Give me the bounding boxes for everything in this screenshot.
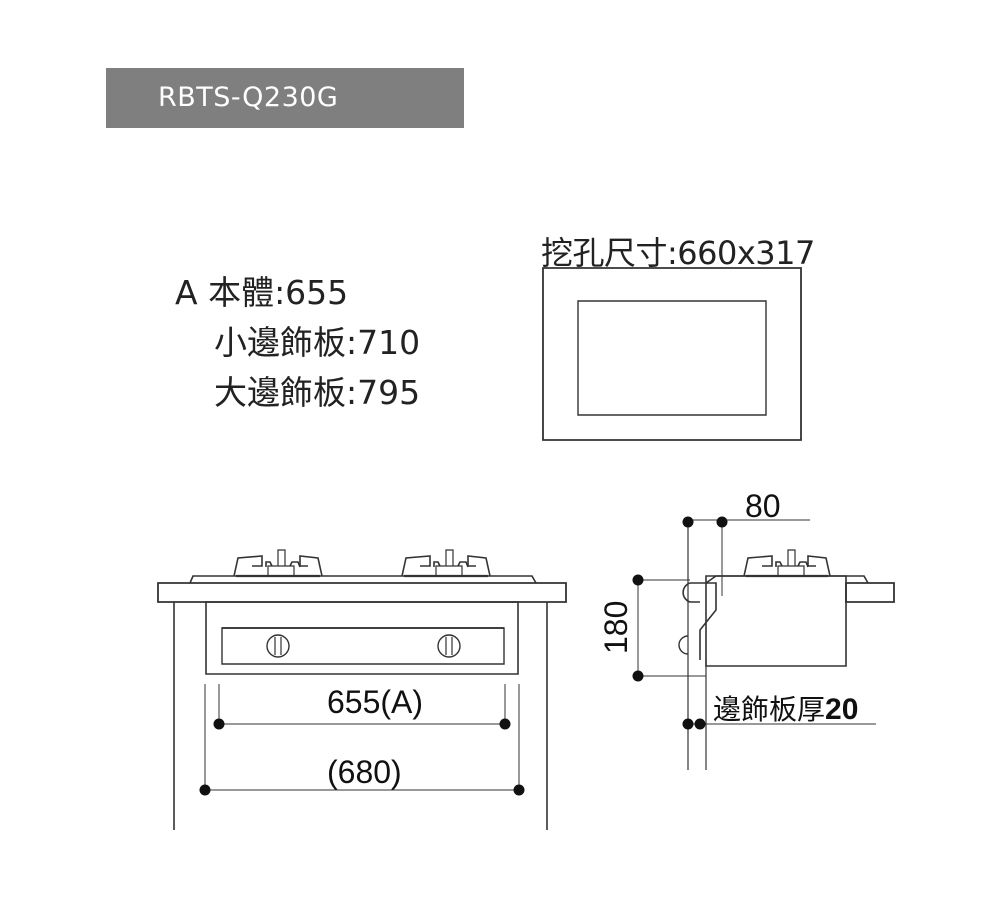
countertop-side [846,583,894,602]
control-panel [222,628,504,664]
front-view [158,550,566,830]
right-burner [402,550,490,576]
spec-large-trim: 大邊飾板:795 [214,373,421,412]
trim-thickness-text: 邊飾板厚 [713,693,826,726]
cutout-outer-frame [543,268,801,440]
side-burner [744,550,830,576]
dimension-80-label: 80 [745,488,781,524]
model-header: RBTS-Q230G [106,68,464,128]
cutout-size-label: 挖孔尺寸:660x317 [541,234,815,272]
countertop [158,583,566,602]
dimension-680-label: (680) [327,754,402,790]
hob-top-plate [190,576,536,583]
left-knob [266,634,290,658]
dimension-dots [199,516,728,796]
trim-thickness-label: 邊飾板厚20 [713,688,858,728]
dimension-655-label: 655(A) [327,684,424,720]
hob-body [206,602,518,674]
trim-bracket [690,583,716,660]
hob-body-side [706,576,846,666]
dimension-180-label: 180 [598,600,634,654]
model-number: RBTS-Q230G [158,82,339,113]
right-knob [437,634,461,658]
cutout-inner-hole [578,301,766,415]
left-burner [234,550,322,576]
side-view [638,520,894,770]
trim-thickness-value: 20 [825,693,859,726]
spec-body-width: A 本體:655 [175,273,349,312]
spec-small-trim: 小邊飾板:710 [214,323,421,362]
